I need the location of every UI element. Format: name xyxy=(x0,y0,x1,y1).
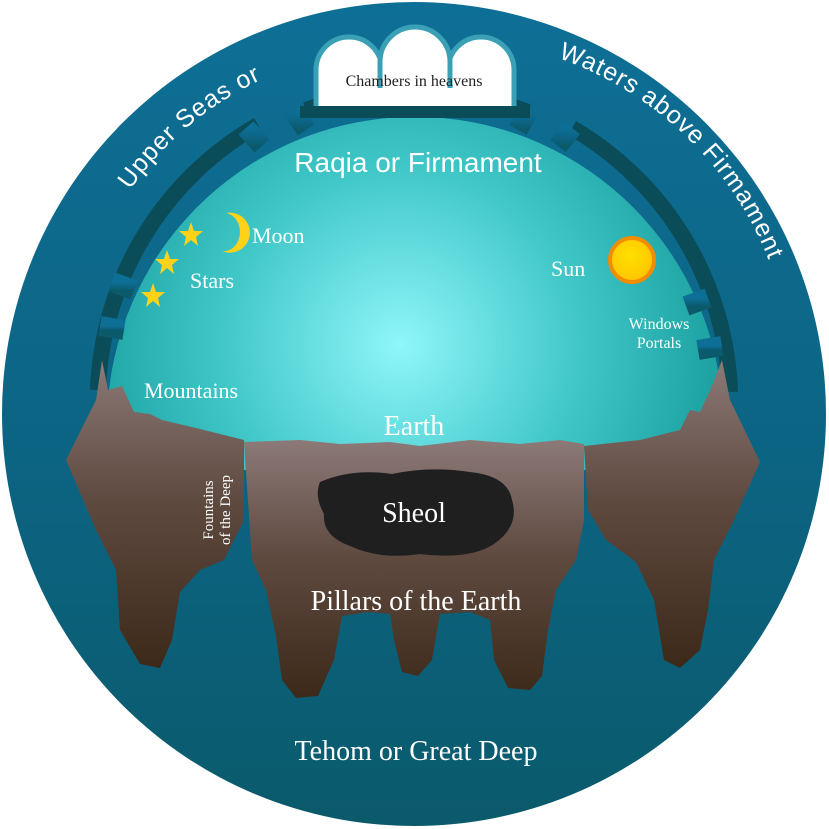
star-icon xyxy=(179,222,203,246)
right-landmass xyxy=(584,360,760,668)
windows-label-line1: Windows xyxy=(629,316,690,333)
earth-label: Earth xyxy=(384,411,445,442)
star-icon xyxy=(155,250,179,274)
sheol-label: Sheol xyxy=(382,498,446,529)
stars-label: Stars xyxy=(190,268,234,293)
pillars-label: Pillars of the Earth xyxy=(311,586,522,617)
fountains-label-line2: of the Deep xyxy=(218,475,234,545)
tehom-label: Tehom or Great Deep xyxy=(295,736,538,767)
sun-label: Sun xyxy=(551,256,585,281)
sheol-cave xyxy=(317,469,514,556)
left-landmass xyxy=(66,360,244,668)
window-portal-gaps xyxy=(98,106,724,360)
fountains-label-line1: Fountains xyxy=(201,480,217,539)
moon-icon xyxy=(222,212,250,253)
star-icon xyxy=(141,283,165,307)
firmament-label: Raqia or Firmament xyxy=(294,147,542,178)
moon-label: Moon xyxy=(252,223,305,248)
stars-group xyxy=(141,222,203,307)
mountains-label: Mountains xyxy=(144,378,238,403)
portals-label-line2: Portals xyxy=(637,335,681,352)
sun-icon xyxy=(608,236,656,284)
firmament-dome xyxy=(108,116,722,471)
chambers-in-heavens xyxy=(300,24,530,118)
chambers-label: Chambers in heavens xyxy=(346,73,483,90)
fountains-label-group: Fountains of the Deep xyxy=(201,475,234,545)
